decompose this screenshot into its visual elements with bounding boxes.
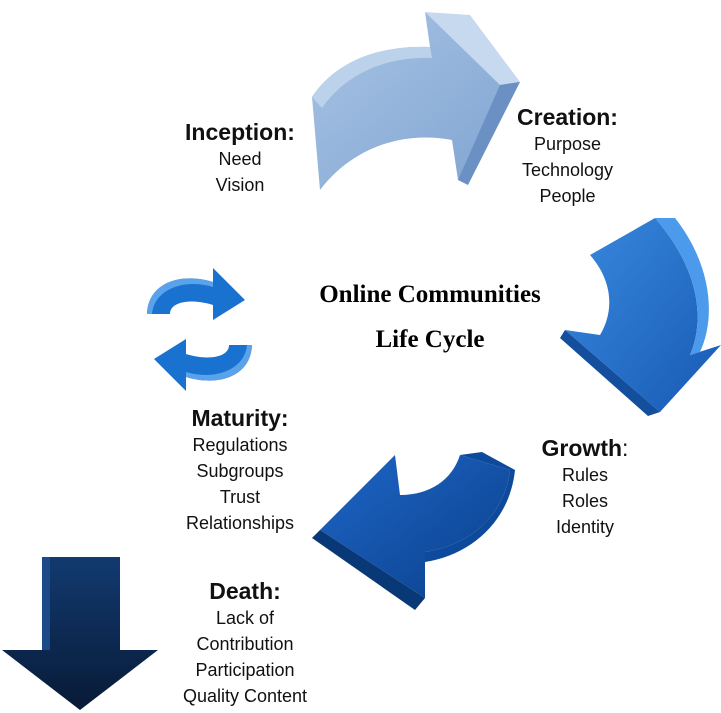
stage-item: Need [218, 149, 262, 169]
stage-item: Rules [561, 465, 609, 485]
stage-heading: Maturity: [191, 405, 289, 431]
diagram-title: Online Communities Life Cycle [285, 280, 575, 355]
stage-growth: Growth: Rules Roles Identity [520, 435, 650, 540]
curved-arrow-icon [560, 218, 721, 416]
curved-arrow-icon [312, 12, 520, 190]
stage-inception: Inception: Need Vision [160, 119, 320, 198]
stage-heading-suffix: : [622, 435, 629, 461]
stage-maturity: Maturity: Regulations Subgroups Trust Re… [165, 405, 315, 536]
stage-heading: Inception: [185, 119, 295, 145]
stage-heading: Death: [209, 578, 281, 604]
stage-item: Participation [195, 660, 295, 680]
curved-arrow-icon [312, 452, 515, 610]
stage-heading: Creation: [517, 104, 618, 130]
stage-item: Regulations [192, 435, 288, 455]
title-line-2: Life Cycle [375, 326, 485, 353]
stage-item: People [539, 186, 596, 206]
stage-item: Roles [561, 491, 609, 511]
refresh-cycle-icon [147, 268, 252, 391]
stage-item: Vision [215, 175, 265, 195]
down-arrow-icon [2, 557, 158, 710]
stage-creation: Creation: Purpose Technology People [495, 104, 640, 209]
stage-heading: Growth: [520, 435, 650, 462]
stage-item: Technology [521, 160, 614, 180]
stage-item: Subgroups [196, 461, 284, 481]
stage-death: Death: Lack of Contribution Participatio… [160, 578, 330, 709]
stage-item: Contribution [196, 634, 294, 654]
stage-item: Lack of [215, 608, 275, 628]
stage-item: Trust [219, 487, 261, 507]
stage-item: Purpose [533, 134, 602, 154]
stage-item: Identity [555, 517, 615, 537]
stage-heading-text: Growth [541, 435, 623, 461]
stage-item: Quality Content [182, 686, 308, 706]
title-line-1: Online Communities [319, 281, 541, 308]
stage-item: Relationships [185, 513, 295, 533]
